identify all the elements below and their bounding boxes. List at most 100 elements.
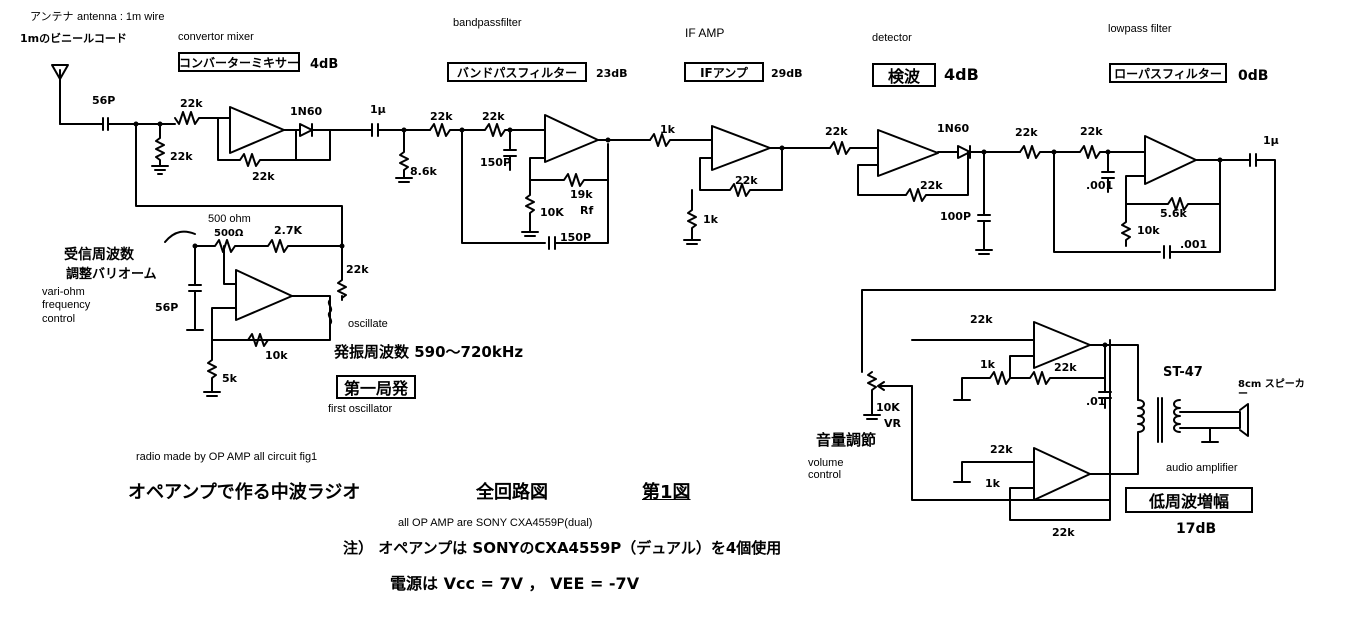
bandpass-resistors [429, 123, 546, 137]
lowpass-en-label: lowpass filter [1108, 23, 1172, 35]
speaker [1179, 403, 1249, 443]
label-c-lp1: .001 [1086, 179, 1114, 192]
opamp-osc [235, 269, 293, 321]
caption-jp-all: 全回路図 [476, 482, 548, 503]
label-r-lp-g: 10k [1137, 224, 1160, 237]
label-osc-r4: 5k [222, 372, 237, 385]
caption-jp-fig: 第1図 [642, 482, 691, 503]
label-osc-vr: 500Ω [214, 228, 244, 239]
label-c-out: 1μ [1263, 134, 1279, 147]
detector-jp-box: 検波 [872, 63, 936, 87]
label-r-bp-g: 10K [540, 206, 564, 219]
vari-en-2: frequency [42, 299, 91, 311]
label-aud-c: .01 [1086, 395, 1106, 408]
label-c-bp1: 150P [480, 156, 512, 169]
label-aud-r2: 1k [980, 358, 995, 371]
vari-en-3: control [42, 313, 76, 325]
audio-amp-gain: 17dB [1176, 521, 1217, 537]
label-c-in: 56P [92, 94, 116, 107]
label-c-det: 100P [940, 210, 972, 223]
opamp-audio-1 [1033, 321, 1091, 369]
ifamp-gain: 29dB [771, 67, 803, 80]
label-r2: 22k [170, 150, 193, 163]
opamp-bandpass [544, 114, 599, 163]
label-c-lp2: .001 [1180, 238, 1208, 251]
lowpass-jp-box: ローパスフィルター [1109, 63, 1227, 83]
label-diode1: 1N60 [290, 105, 323, 118]
volume-en-1: volume [808, 457, 844, 469]
label-r-bp-f: 19k [570, 188, 593, 201]
opamp-if [711, 125, 771, 171]
osc-feed-wire [135, 123, 343, 247]
label-osc-r3: 10k [265, 349, 288, 362]
detector-gain: 4dB [944, 65, 979, 84]
label-rf: Rf [580, 204, 594, 217]
label-r-if-in: 1k [660, 123, 675, 136]
bandpass-jp-box: バンドパスフィルター [447, 62, 587, 82]
bandpass-gain: 23dB [596, 67, 628, 80]
label-r-lp2: 22k [1080, 125, 1103, 138]
oscillate-label: oscillate [348, 318, 388, 330]
opamp-lowpass [1144, 135, 1197, 185]
ifamp-jp-box: IFアンプ [684, 62, 764, 82]
first-osc-box: 第一局発 [336, 375, 416, 399]
label-osc-c: 56P [155, 301, 179, 314]
first-osc-en: first oscillator [328, 403, 393, 415]
caption-opamp-en: all OP AMP are SONY CXA4559P(dual) [398, 517, 593, 529]
mixer-input-resistor [174, 111, 231, 125]
antenna-jp-label: アンテナ [30, 11, 74, 23]
coupling-cap-1 [329, 123, 431, 137]
opamp-detector [877, 129, 939, 177]
oscillate-squiggle [327, 299, 333, 325]
detector-input [829, 141, 879, 155]
osc-vr-jp-2: 調整バリオーム [66, 267, 157, 282]
label-transformer: ST-47 [1163, 365, 1203, 380]
wire-jp-label: 1mのビニールコード [20, 32, 127, 45]
osc-freq-jp: 発振周波数 590〜720kHz [334, 343, 524, 361]
lowpass-gain: 0dB [1238, 68, 1269, 84]
opamp-audio-2 [1033, 447, 1091, 501]
opamp-mixer [229, 106, 285, 154]
label-r-det-f: 22k [920, 179, 943, 192]
label-r-bp2: 22k [482, 110, 505, 123]
label-r1: 22k [180, 97, 203, 110]
label-speaker: 8cm スピーカー [1238, 379, 1305, 400]
label-vol-vr-lbl: VR [884, 417, 901, 430]
transformer-st47 [1137, 397, 1181, 443]
bandpass-en-label: bandpassfilter [453, 17, 522, 29]
audio-amp-jp-box: 低周波増幅 [1125, 487, 1253, 513]
label-r-if-f: 22k [735, 174, 758, 187]
if-amp-input [649, 133, 713, 147]
input-wire [59, 117, 176, 131]
osc-vr-en: 500 ohm [208, 213, 251, 225]
lowpass-resistors [1019, 145, 1146, 159]
label-c-couple1: 1μ [370, 103, 386, 116]
mixer-gain: 4dB [310, 57, 339, 72]
volume-en-2: control [808, 469, 842, 481]
diode-1 [283, 123, 331, 161]
label-diode2: 1N60 [937, 122, 970, 135]
caption-power: 電源は Vcc = 7V ， VEE = -7V [390, 574, 640, 593]
detector-en-label: detector [872, 32, 912, 44]
audio-amp-en: audio amplifier [1166, 462, 1238, 474]
label-osc-r2: 22k [346, 263, 369, 276]
volume-jp: 音量調節 [816, 431, 877, 449]
vari-en-1: vari-ohm [42, 286, 85, 298]
caption-en: radio made by OP AMP all circuit fig1 [136, 451, 318, 463]
label-r-bp-in: 22k [430, 110, 453, 123]
label-r-bp-shunt: 8.6k [410, 165, 437, 178]
mixer-jp-box: コンバーターミキサー [178, 52, 300, 72]
label-aud-r3: 22k [1054, 361, 1077, 374]
label-aud-r1: 22k [970, 313, 993, 326]
caption-jp-title: オペアンプで作る中波ラジオ [128, 482, 361, 503]
label-r-lp-f: 5.6k [1160, 207, 1187, 220]
osc-vr-jp-1: 受信周波数 [64, 247, 134, 263]
caption-note: 注） オペアンプは SONYのCXA4559P（デュアル）を4個使用 [343, 539, 782, 557]
label-r-det-in: 22k [825, 125, 848, 138]
label-r3: 22k [252, 170, 275, 183]
ifamp-en-label: IF AMP [685, 26, 725, 40]
label-aud-r6: 22k [1052, 526, 1075, 539]
mixer-en-label: convertor mixer [178, 31, 254, 43]
label-osc-r1: 2.7K [274, 224, 303, 237]
